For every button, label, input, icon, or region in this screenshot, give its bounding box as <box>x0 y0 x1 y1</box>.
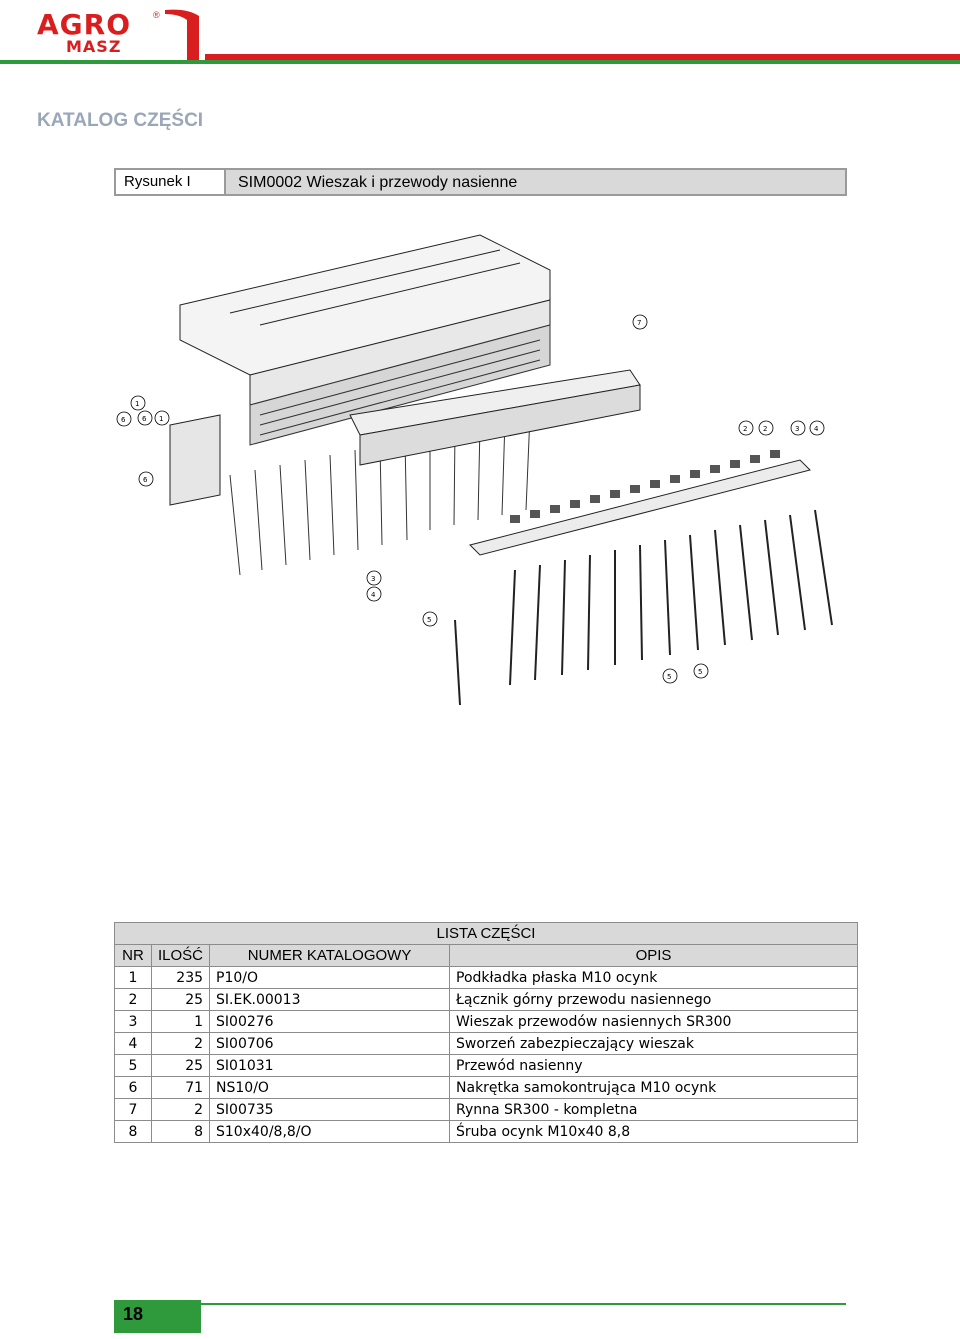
cell-nr: 3 <box>114 1010 152 1033</box>
header-green-bar <box>0 60 960 64</box>
header-qty: ILOŚĆ <box>150 944 211 967</box>
hanger-bar <box>469 459 811 556</box>
side-frame <box>169 414 221 506</box>
table-row: 3 1 SI00276 Wieszak przewodów nasiennych… <box>114 1010 858 1033</box>
cell-qty: 25 <box>150 988 211 1011</box>
figure-label: Rysunek I <box>116 170 226 194</box>
cell-nr: 1 <box>114 966 152 989</box>
table-row: 8 8 S10x40/8,8/O Śruba ocynk M10x40 8,8 <box>114 1120 858 1143</box>
connector-row <box>510 450 780 523</box>
parts-list-title: LISTA CZĘŚCI <box>114 922 858 945</box>
cell-catalog: SI.EK.00013 <box>209 988 451 1011</box>
cell-desc: Przewód nasienny <box>449 1054 858 1077</box>
cell-nr: 4 <box>114 1032 152 1055</box>
callout-5: 5 <box>667 673 671 681</box>
header-desc: OPIS <box>449 944 858 967</box>
cell-catalog: NS10/O <box>209 1076 451 1099</box>
cell-desc: Nakrętka samokontrująca M10 ocynk <box>449 1076 858 1099</box>
callout-1: 1 <box>135 400 139 408</box>
header-red-bar <box>205 54 960 60</box>
logo-text-masz: MASZ <box>66 37 122 56</box>
cell-qty: 1 <box>150 1010 211 1033</box>
header-catalog: NUMER KATALOGOWY <box>209 944 451 967</box>
table-row: 6 71 NS10/O Nakrętka samokontrująca M10 … <box>114 1076 858 1099</box>
cell-nr: 2 <box>114 988 152 1011</box>
footer-green-line <box>200 1303 846 1305</box>
table-row: 1 235 P10/O Podkładka płaska M10 ocynk <box>114 966 858 989</box>
cell-catalog: S10x40/8,8/O <box>209 1120 451 1143</box>
table-header-row: NR ILOŚĆ NUMER KATALOGOWY OPIS <box>114 944 858 967</box>
cell-desc: Rynna SR300 - kompletna <box>449 1098 858 1121</box>
callout-6: 6 <box>121 416 126 424</box>
cell-catalog: P10/O <box>209 966 451 989</box>
table-row: 5 25 SI01031 Przewód nasienny <box>114 1054 858 1077</box>
figure-title: SIM0002 Wieszak i przewody nasienne <box>238 174 518 191</box>
callout-5: 5 <box>698 668 702 676</box>
table-row: 4 2 SI00706 Sworzeń zabezpieczający wies… <box>114 1032 858 1055</box>
cell-nr: 8 <box>114 1120 152 1143</box>
cell-catalog: SI00706 <box>209 1032 451 1055</box>
cell-catalog: SI00735 <box>209 1098 451 1121</box>
catalog-title: KATALOG CZĘŚCI <box>37 110 204 131</box>
cell-qty: 8 <box>150 1120 211 1143</box>
cell-desc: Sworzeń zabezpieczający wieszak <box>449 1032 858 1055</box>
metering-units <box>249 324 551 446</box>
callout-4: 4 <box>814 425 819 433</box>
seed-hoses <box>454 509 833 706</box>
callout-3: 3 <box>795 425 799 433</box>
cell-catalog: SI00276 <box>209 1010 451 1033</box>
table-title-row: LISTA CZĘŚCI <box>114 922 858 945</box>
cell-qty: 2 <box>150 1032 211 1055</box>
callout-6: 6 <box>143 476 148 484</box>
exploded-view-drawing: 7 1 6 6 1 6 2 2 3 4 3 4 5 5 5 <box>116 234 833 706</box>
cell-qty: 25 <box>150 1054 211 1077</box>
cell-desc: Podkładka płaska M10 ocynk <box>449 966 858 989</box>
page-number: 18 <box>123 1304 144 1324</box>
parts-list-table: LISTA CZĘŚCI NR ILOŚĆ NUMER KATALOGOWY O… <box>114 922 858 1143</box>
cell-nr: 6 <box>114 1076 152 1099</box>
callout-2: 2 <box>763 425 767 433</box>
registered-mark: ® <box>153 10 160 20</box>
table-row: 2 25 SI.EK.00013 Łącznik górny przewodu … <box>114 988 858 1011</box>
table-row: 7 2 SI00735 Rynna SR300 - kompletna <box>114 1098 858 1121</box>
cell-nr: 5 <box>114 1054 152 1077</box>
logo-swoosh-icon <box>165 9 199 61</box>
agromasz-logo: AGRO MASZ ® <box>37 6 247 66</box>
page-header: AGRO MASZ ® <box>0 0 960 68</box>
callout-4: 4 <box>371 591 376 599</box>
logo-text-agro: AGRO <box>37 8 132 41</box>
callout-1: 1 <box>159 415 163 423</box>
figure-caption-box: Rysunek I SIM0002 Wieszak i przewody nas… <box>114 168 847 196</box>
header-nr: NR <box>114 944 152 967</box>
callout-7: 7 <box>637 319 641 327</box>
callout-6: 6 <box>142 415 147 423</box>
cell-qty: 2 <box>150 1098 211 1121</box>
callout-2: 2 <box>743 425 747 433</box>
cell-qty: 71 <box>150 1076 211 1099</box>
cell-nr: 7 <box>114 1098 152 1121</box>
callout-5: 5 <box>427 616 431 624</box>
callout-3: 3 <box>371 575 375 583</box>
cell-desc: Łącznik górny przewodu nasiennego <box>449 988 858 1011</box>
page-number-box: 18 <box>114 1300 201 1333</box>
cell-desc: Śruba ocynk M10x40 8,8 <box>449 1120 858 1143</box>
cell-catalog: SI01031 <box>209 1054 451 1077</box>
cell-desc: Wieszak przewodów nasiennych SR300 <box>449 1010 858 1033</box>
cell-qty: 235 <box>150 966 211 989</box>
